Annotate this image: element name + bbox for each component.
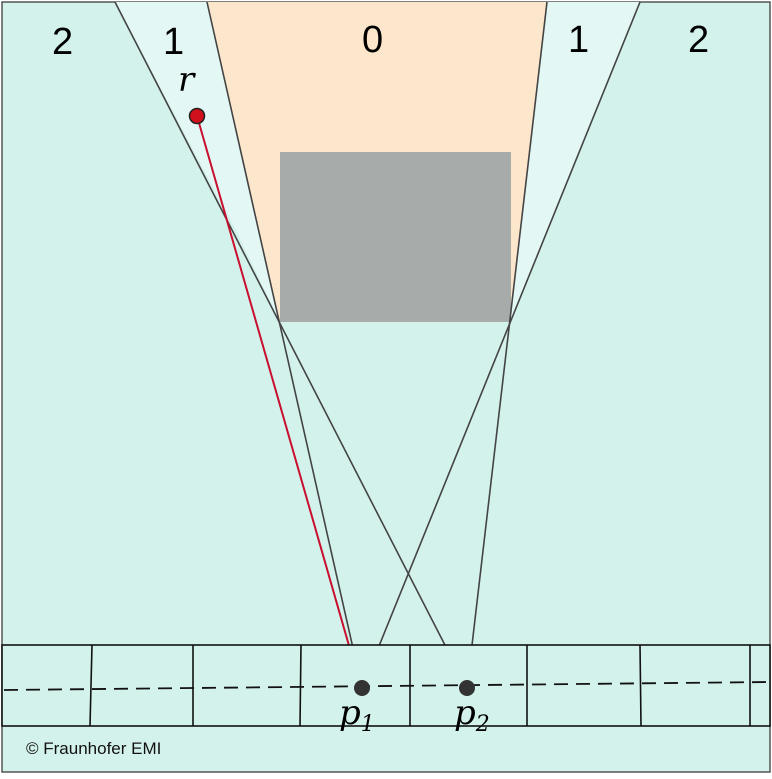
zone-label-right-inner: 1 bbox=[568, 19, 589, 61]
point-p2-letter: p bbox=[454, 693, 476, 733]
zone-1-left-area bbox=[115, 2, 280, 322]
point-p2-subscript: 2 bbox=[475, 712, 490, 737]
point-r-marker bbox=[188, 107, 206, 125]
strip-divider bbox=[89, 644, 93, 727]
zone-label-left-outer: 2 bbox=[52, 21, 73, 63]
zone-label-right-outer: 2 bbox=[688, 19, 709, 61]
point-p2-marker bbox=[459, 680, 475, 696]
dashed-centerline bbox=[3, 681, 771, 691]
point-p1-marker bbox=[354, 680, 370, 696]
sight-line-p2-right bbox=[466, 1, 548, 689]
strip-divider bbox=[299, 644, 302, 727]
zone-label-center: 0 bbox=[362, 19, 383, 61]
strip-dividers bbox=[89, 644, 751, 727]
sight-line-p2-left bbox=[114, 1, 468, 689]
copyright-credit: © Fraunhofer EMI bbox=[26, 739, 161, 758]
point-p1-letter: p bbox=[339, 693, 361, 733]
sight-line-p1-left bbox=[206, 1, 363, 689]
point-p1-label: p1 bbox=[339, 693, 375, 737]
sight-lines bbox=[114, 1, 641, 689]
point-p2-label: p2 bbox=[454, 693, 490, 737]
point-p1-subscript: 1 bbox=[361, 712, 375, 737]
point-r-label: r bbox=[178, 60, 196, 100]
zone-label-left-inner: 1 bbox=[163, 21, 184, 63]
obstacle-block bbox=[280, 152, 511, 322]
ray-r-to-p1 bbox=[196, 115, 361, 685]
strip-divider bbox=[639, 644, 642, 727]
